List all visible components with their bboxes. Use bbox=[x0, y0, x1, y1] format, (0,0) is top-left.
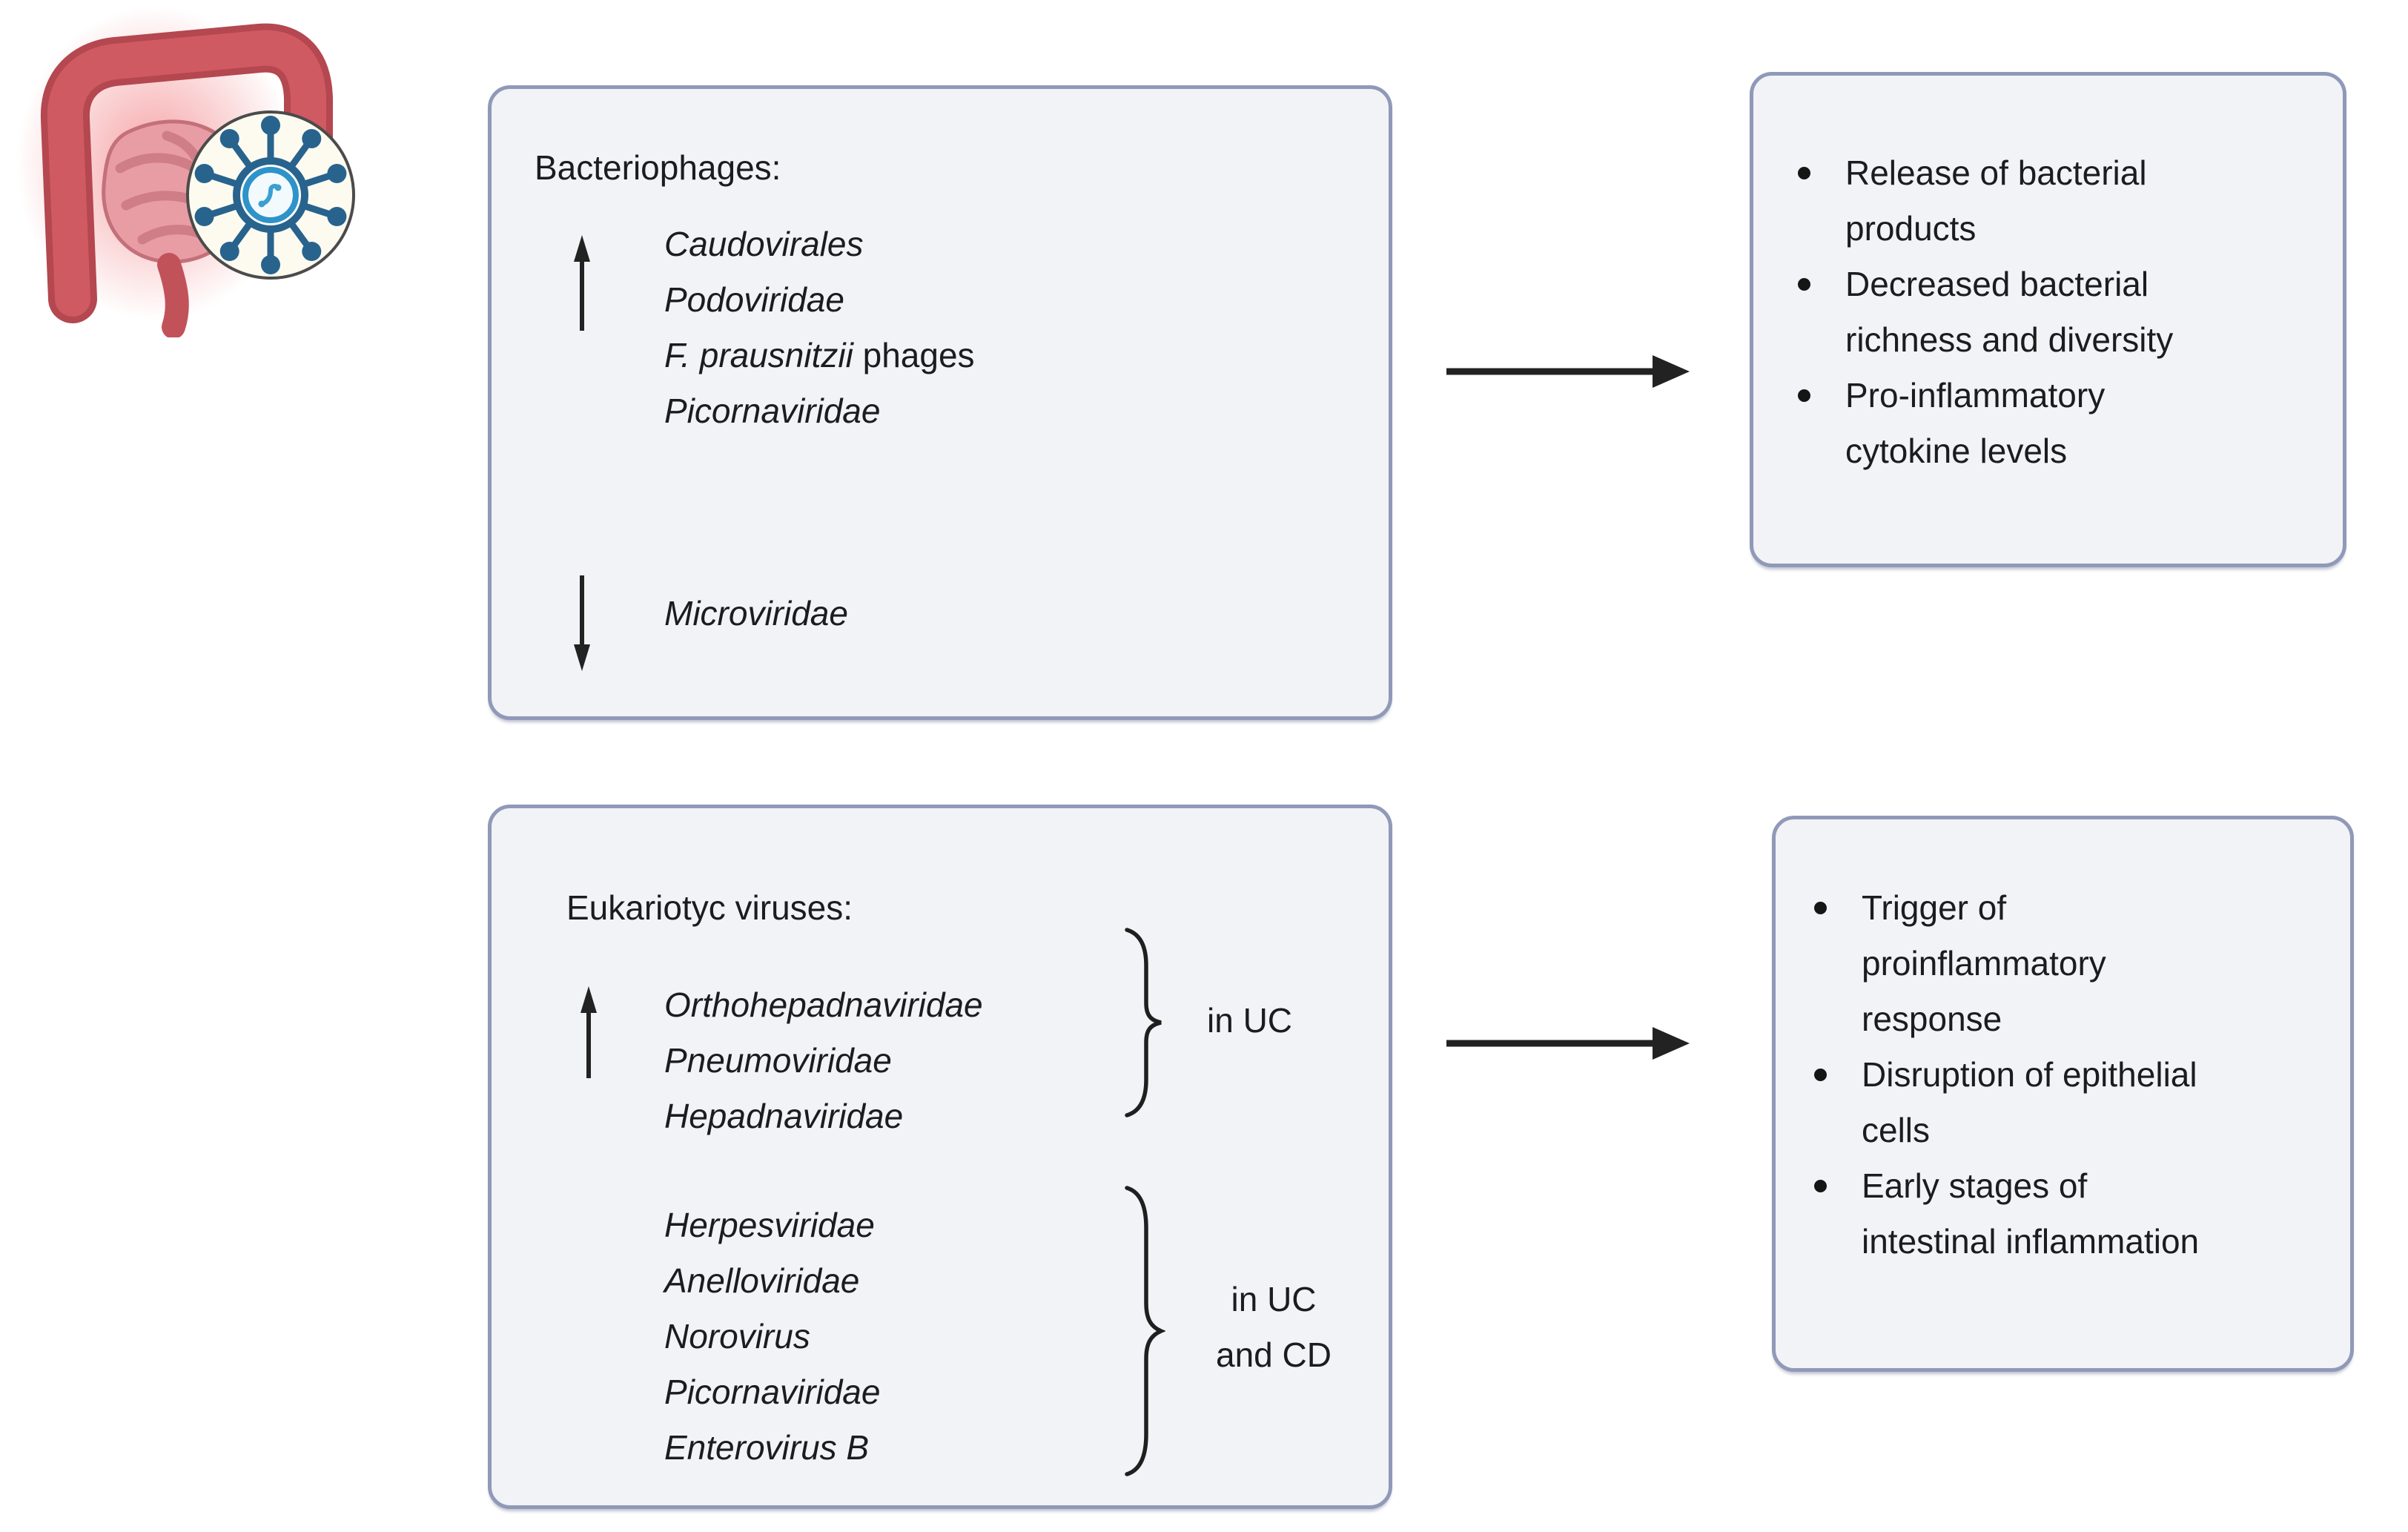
panel-title: Eukariotyc viruses: bbox=[566, 888, 853, 927]
effects-bullet-list: Trigger of proinflammatory response Disr… bbox=[1805, 880, 2265, 1269]
bacteriophages-panel: Bacteriophages: Caudovirales Podoviridae… bbox=[488, 85, 1392, 720]
bullet-item: Early stages of intestinal inflammation bbox=[1805, 1158, 2265, 1269]
list-item: Pneumoviridae bbox=[664, 1041, 892, 1080]
uc-cd-label: in UC and CD bbox=[1216, 1280, 1332, 1374]
list-item: F. prausnitzii phages bbox=[664, 336, 975, 374]
brace-icon bbox=[1125, 928, 1162, 1117]
arrow-up-icon bbox=[580, 986, 597, 1078]
eukaryotic-viruses-panel: Eukariotyc viruses: Orthohepadnaviridae … bbox=[488, 805, 1392, 1509]
list-item: Norovirus bbox=[664, 1317, 810, 1356]
eukaryotic-effects-panel: Trigger of proinflammatory response Disr… bbox=[1772, 816, 2354, 1372]
list-item: Herpesviridae bbox=[664, 1206, 875, 1244]
list-item: Picornaviridae bbox=[664, 1373, 881, 1411]
list-item: Picornaviridae bbox=[664, 392, 881, 430]
effects-bullet-list: Release of bacterial products Decreased … bbox=[1789, 145, 2278, 479]
list-item: Enterovirus B bbox=[664, 1428, 870, 1467]
increased-virus-list: Caudovirales Podoviridae F. prausnitzii … bbox=[664, 217, 975, 439]
uc-label: in UC bbox=[1207, 1001, 1293, 1040]
bullet-item: Trigger of proinflammatory response bbox=[1805, 880, 2265, 1047]
gut-virome-illustration bbox=[16, 6, 355, 337]
list-item: Orthohepadnaviridae bbox=[664, 985, 983, 1024]
arrow-down-icon bbox=[574, 575, 590, 671]
list-item: Hepadnaviridae bbox=[664, 1097, 904, 1135]
virus-icon bbox=[186, 110, 355, 280]
arrow-right-icon bbox=[1446, 355, 1690, 388]
decreased-virus-list: Microviridae bbox=[664, 586, 848, 641]
arrow-up-icon bbox=[574, 235, 590, 331]
bullet-item: Decreased bacterial richness and diversi… bbox=[1789, 257, 2278, 368]
list-item: Microviridae bbox=[664, 594, 848, 633]
uc-cd-virus-list: Herpesviridae Anelloviridae Norovirus Pi… bbox=[664, 1198, 880, 1476]
bullet-item: Pro-inflammatory cytokine levels bbox=[1789, 368, 2278, 479]
list-item: Podoviridae bbox=[664, 280, 844, 319]
arrow-right-icon bbox=[1446, 1027, 1690, 1060]
bullet-item: Disruption of epithelial cells bbox=[1805, 1047, 2265, 1158]
uc-virus-list: Orthohepadnaviridae Pneumoviridae Hepadn… bbox=[664, 977, 983, 1144]
bacteriophage-effects-panel: Release of bacterial products Decreased … bbox=[1750, 72, 2346, 567]
bullet-item: Release of bacterial products bbox=[1789, 145, 2278, 257]
list-item: Caudovirales bbox=[664, 225, 864, 263]
panel-title: Bacteriophages: bbox=[535, 148, 781, 187]
list-item: Anelloviridae bbox=[664, 1261, 860, 1300]
brace-icon bbox=[1125, 1186, 1165, 1476]
